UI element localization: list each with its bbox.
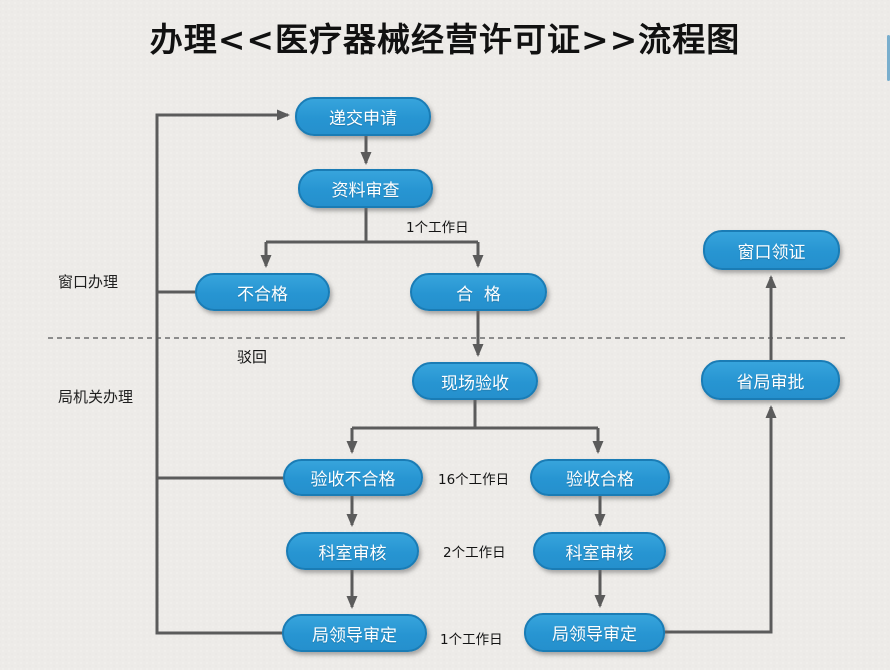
scrollbar-thumb[interactable]	[887, 35, 890, 81]
edge-site-split	[352, 400, 598, 430]
label-review-duration: 1个工作日	[406, 220, 469, 236]
label-reject: 驳回	[237, 348, 268, 366]
flow-node-site-inspection: 现场验收	[412, 362, 538, 400]
flow-node-leader-approval-right: 局领导审定	[524, 613, 665, 652]
label-leader-duration: 1个工作日	[440, 632, 503, 648]
flow-node-submit-application: 递交申请	[295, 97, 431, 136]
flow-node-collect-certificate: 窗口领证	[703, 230, 840, 270]
flow-node-inspection-failed: 验收不合格	[283, 459, 423, 496]
label-site-duration: 16个工作日	[438, 472, 510, 488]
flow-node-dept-review-right: 科室审核	[533, 532, 666, 570]
edge-feedback-loop	[155, 109, 290, 635]
flow-node-dept-review-left: 科室审核	[286, 532, 419, 570]
zone-label-bureau-processing: 局机关办理	[58, 388, 134, 406]
flow-node-inspection-passed: 验收合格	[530, 459, 670, 496]
flow-node-unqualified: 不合格	[195, 273, 330, 311]
flow-node-qualified: 合 格	[410, 273, 547, 311]
flow-node-provincial-approval: 省局审批	[701, 360, 840, 400]
flow-node-document-review: 资料审查	[298, 169, 433, 208]
flow-node-leader-approval-left: 局领导审定	[282, 614, 427, 652]
zone-label-window-processing: 窗口办理	[58, 273, 119, 291]
page-title: 办理<<医疗器械经营许可证>>流程图	[149, 20, 741, 59]
label-dept-duration: 2个工作日	[443, 545, 506, 561]
edge-leader-provincial	[663, 405, 777, 634]
edge-review-split	[266, 208, 478, 244]
